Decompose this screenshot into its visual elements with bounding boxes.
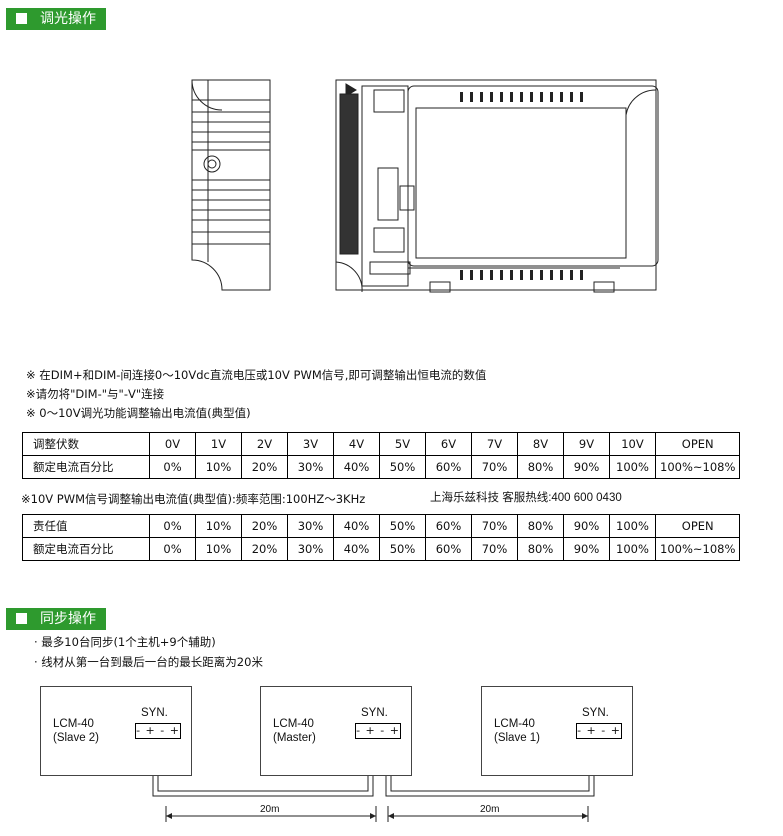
syn-label: SYN. bbox=[361, 707, 388, 719]
row-label: 责任值 bbox=[22, 514, 150, 538]
unit-role: (Slave 2) bbox=[53, 732, 100, 744]
table-cell: 2V bbox=[241, 432, 288, 456]
table-cell: 90% bbox=[563, 537, 610, 561]
table-cell: 60% bbox=[425, 537, 472, 561]
dimming-note-1: ※ 在DIM+和DIM-间连接0～10Vdc直流电压或10V PWM信号,即可调… bbox=[26, 368, 487, 382]
pwm-note: ※10V PWM信号调整输出电流值(典型值):频率范围:100HZ～3KHz bbox=[21, 492, 366, 506]
unit-role: (Master) bbox=[273, 732, 316, 744]
table-cell: 30% bbox=[287, 514, 334, 538]
table-cell: 100% bbox=[609, 455, 656, 479]
square-icon bbox=[16, 613, 27, 624]
master-unit: LCM-40 (Master) SYN. - + - + bbox=[260, 686, 412, 776]
table-cell: 4V bbox=[333, 432, 380, 456]
table-cell: 30% bbox=[287, 537, 334, 561]
table-cell: 30% bbox=[287, 455, 334, 479]
table-cell: 7V bbox=[471, 432, 518, 456]
distance-label-2: 20m bbox=[480, 804, 500, 815]
table-cell: 10% bbox=[195, 514, 242, 538]
row-label: 额定电流百分比 bbox=[22, 455, 150, 479]
table-cell: 10% bbox=[195, 455, 242, 479]
square-icon bbox=[16, 13, 27, 24]
unit-model-name: LCM-40 bbox=[273, 718, 314, 730]
table-cell: 70% bbox=[471, 514, 518, 538]
table-cell: 100% bbox=[609, 514, 656, 538]
table-cell: 50% bbox=[379, 455, 426, 479]
syn-label: SYN. bbox=[582, 707, 609, 719]
table-cell: 0% bbox=[149, 537, 196, 561]
table-cell: 60% bbox=[425, 455, 472, 479]
unit-model-name: LCM-40 bbox=[53, 718, 94, 730]
table-row: 额定电流百分比 0% 10% 20% 30% 40% 50% 60% 70% 8… bbox=[22, 537, 741, 561]
table-cell: 50% bbox=[379, 537, 426, 561]
hotline-text: 上海乐兹科技 客服热线:400 600 0430 bbox=[430, 492, 622, 504]
unit-model-name: LCM-40 bbox=[494, 718, 535, 730]
table-cell: 80% bbox=[517, 455, 564, 479]
unit-model: LCM-40 (Master) bbox=[273, 717, 316, 745]
unit-model: LCM-40 (Slave 2) bbox=[53, 717, 99, 745]
distance-label-1: 20m bbox=[260, 804, 280, 815]
row-label: 额定电流百分比 bbox=[22, 537, 150, 561]
table-cell: 20% bbox=[241, 514, 288, 538]
dimming-note-3: ※ 0～10V调光功能调整输出电流值(典型值) bbox=[26, 406, 251, 420]
table-cell: 20% bbox=[241, 537, 288, 561]
table-cell: 6V bbox=[425, 432, 472, 456]
table-row: 额定电流百分比 0% 10% 20% 30% 40% 50% 60% 70% 8… bbox=[22, 455, 741, 479]
table-cell: 40% bbox=[333, 455, 380, 479]
slave1-unit: LCM-40 (Slave 1) SYN. - + - + bbox=[481, 686, 633, 776]
dimming-header-title: 调光操作 bbox=[40, 11, 96, 27]
table-cell: 40% bbox=[333, 537, 380, 561]
table-cell: 100%~108% bbox=[654, 455, 741, 479]
sync-header-title: 同步操作 bbox=[40, 611, 96, 627]
table-cell: 20% bbox=[241, 455, 288, 479]
syn-terminal: - + - + bbox=[135, 723, 181, 739]
table-cell: 40% bbox=[333, 514, 380, 538]
table-cell: 10V bbox=[609, 432, 656, 456]
pwm-duty-table: 责任值 0% 10% 20% 30% 40% 50% 60% 70% 80% 9… bbox=[22, 514, 741, 561]
table-cell: 100% bbox=[609, 537, 656, 561]
sync-bullet-2: · 线材从第一台到最后一台的最长距离为20米 bbox=[34, 655, 263, 669]
table-cell: 50% bbox=[379, 514, 426, 538]
dimming-voltage-table: 调整伏数 0V 1V 2V 3V 4V 5V 6V 7V 8V 9V 10V O… bbox=[22, 432, 741, 479]
table-cell: 70% bbox=[471, 537, 518, 561]
unit-role: (Slave 1) bbox=[494, 732, 541, 744]
dimming-note-2: ※请勿将"DIM-"与"-V"连接 bbox=[26, 387, 165, 401]
sync-bullet-1: · 最多10台同步(1个主机+9个辅助) bbox=[34, 635, 216, 649]
sync-section-header: 同步操作 bbox=[6, 608, 106, 630]
table-row: 责任值 0% 10% 20% 30% 40% 50% 60% 70% 80% 9… bbox=[22, 514, 741, 538]
table-cell: 90% bbox=[563, 514, 610, 538]
slave2-unit: LCM-40 (Slave 2) SYN. - + - + bbox=[40, 686, 192, 776]
table-cell: 80% bbox=[517, 537, 564, 561]
table-cell: 90% bbox=[563, 455, 610, 479]
dimming-section-header: 调光操作 bbox=[6, 8, 106, 30]
table-cell: 0% bbox=[149, 455, 196, 479]
syn-terminal: - + - + bbox=[355, 723, 401, 739]
unit-model: LCM-40 (Slave 1) bbox=[494, 717, 540, 745]
table-cell: 10% bbox=[195, 537, 242, 561]
table-cell: 100%~108% bbox=[654, 537, 741, 561]
syn-label: SYN. bbox=[141, 707, 168, 719]
syn-terminal: - + - + bbox=[576, 723, 622, 739]
table-cell: 70% bbox=[471, 455, 518, 479]
